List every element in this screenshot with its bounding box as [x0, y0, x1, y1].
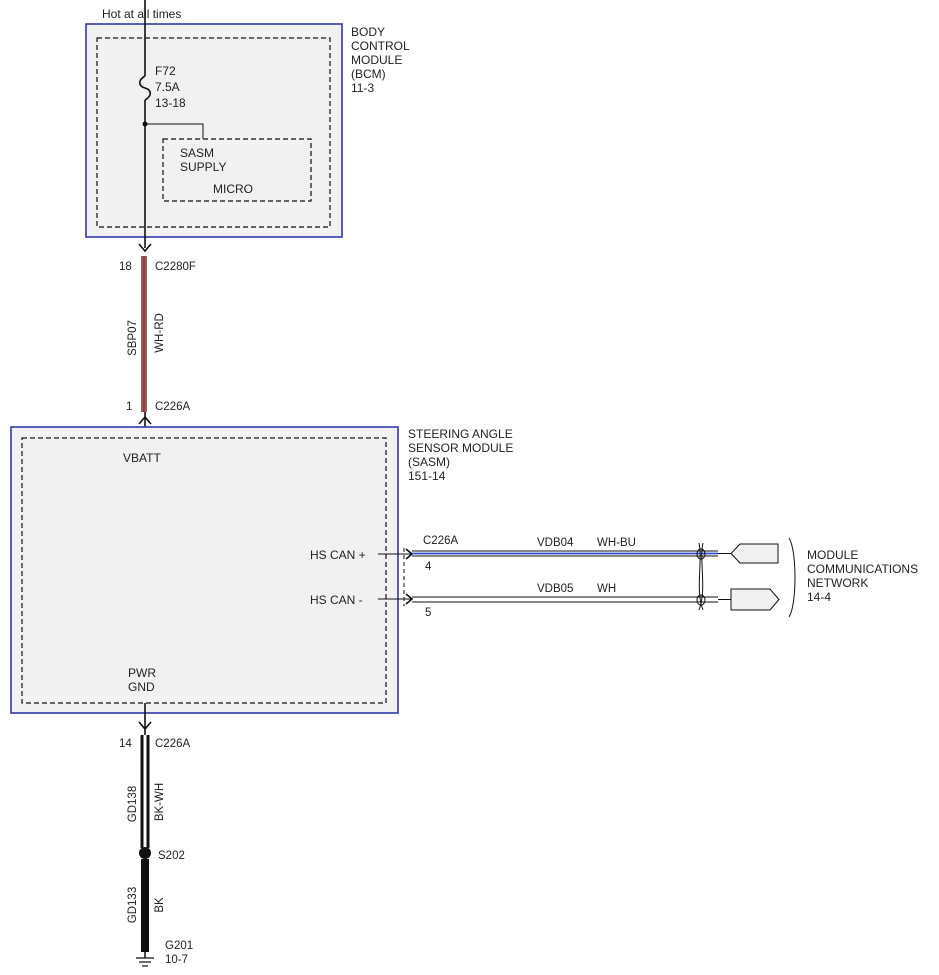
fuse-f72-symbol — [138, 75, 152, 101]
power-label: Hot at all times — [102, 7, 181, 21]
network-label: MODULE COMMUNICATIONS NETWORK 14-4 — [807, 548, 918, 604]
c226a-top-connector-arrow — [138, 415, 152, 425]
network-name-2: COMMUNICATIONS — [807, 562, 918, 576]
sasm-module — [10, 426, 399, 714]
fuse-id: F72 — [155, 64, 176, 78]
network-name-1: MODULE — [807, 548, 858, 562]
pwr-gnd-line-1: PWR — [128, 666, 156, 680]
c226a-top-connector: C226A — [155, 401, 190, 413]
bcm-inner-outline — [96, 37, 331, 228]
hs-can-minus-label: HS CAN - — [310, 593, 363, 607]
vbatt-label: VBATT — [123, 451, 161, 465]
sasm-page-ref: 151-14 — [408, 469, 446, 483]
can-connector: C226A — [423, 535, 458, 547]
sasm-box — [10, 426, 399, 714]
bcm-name-3: MODULE — [351, 53, 402, 67]
gd138-circuit: GD138 — [127, 786, 139, 822]
can-minus-connector-arrow — [405, 593, 414, 605]
splice-id: S202 — [158, 850, 185, 862]
bcm-name-2: CONTROL — [351, 39, 410, 53]
sasm-supply-line-1: SASM — [180, 146, 214, 160]
bcm-label: BODY CONTROL MODULE (BCM) 11-3 — [351, 25, 410, 95]
gd133-circuit: GD133 — [127, 887, 139, 923]
can-minus-pin: 5 — [425, 607, 431, 619]
ground-id: G201 — [165, 940, 193, 952]
vdb05-color: WH — [597, 583, 616, 595]
pwr-gnd-line-2: GND — [128, 680, 155, 694]
sasm-name-2: SENSOR MODULE — [408, 441, 513, 455]
gd133-color: BK — [154, 897, 166, 913]
bcm-name-1: BODY — [351, 25, 385, 39]
gd138-color: BK-WH — [154, 783, 166, 821]
fuse-rating: 7.5A — [155, 80, 180, 94]
ground-page-ref: 10-7 — [165, 954, 188, 966]
c2280f-pin: 18 — [119, 261, 132, 273]
c226a-bottom-pin: 14 — [119, 738, 132, 750]
c2280f-connector: C2280F — [155, 261, 196, 273]
ground-icon — [136, 952, 154, 967]
micro-label: MICRO — [213, 182, 253, 196]
vdb04-circuit: VDB04 — [537, 537, 574, 549]
hs-can-plus-label: HS CAN + — [310, 548, 366, 562]
bcm-page-ref: 11-3 — [351, 81, 374, 95]
bcm-name-4: (BCM) — [351, 67, 386, 81]
sasm-name-1: STEERING ANGLE — [408, 427, 513, 441]
sbp07-circuit: SBP07 — [127, 320, 139, 356]
sasm-name-3: (SASM) — [408, 455, 450, 469]
vdb05-circuit: VDB05 — [537, 583, 573, 595]
bcm-module — [85, 23, 343, 238]
network-page-ref: 14-4 — [807, 590, 831, 604]
vdb04-color: WH-BU — [597, 537, 636, 549]
sbp07-color: WH-RD — [154, 313, 166, 353]
sasm-inner-outline — [21, 437, 387, 704]
sasm-supply-branch — [145, 123, 204, 139]
sasm-supply-line-2: SUPPLY — [180, 160, 226, 174]
network-name-3: NETWORK — [807, 576, 868, 590]
c226a-bottom-connector: C226A — [155, 738, 190, 750]
bcm-box — [85, 23, 343, 238]
splice-s202-dot — [139, 847, 151, 859]
c226a-bottom-connector-arrow — [138, 721, 152, 731]
c226a-top-pin: 1 — [126, 401, 132, 413]
sasm-label: STEERING ANGLE SENSOR MODULE (SASM) 151-… — [408, 427, 513, 483]
c2280f-connector-arrow — [138, 243, 152, 253]
can-plus-network-arrow — [718, 543, 779, 564]
fuse-ref: 13-18 — [155, 96, 186, 110]
can-plus-pin: 4 — [425, 561, 432, 573]
network-bracket — [788, 537, 796, 618]
gd133-wire — [141, 859, 149, 952]
sasm-supply-box — [162, 138, 312, 202]
twisted-pair-icon — [696, 542, 706, 611]
can-minus-network-arrow — [718, 588, 780, 611]
